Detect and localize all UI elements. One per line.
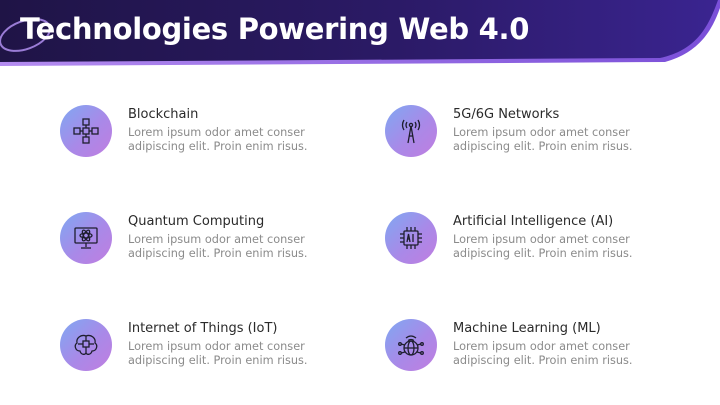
description-line: Lorem ipsum odor amet conser <box>128 340 305 353</box>
blockchain-icon <box>60 105 112 157</box>
iot-brain-icon <box>60 319 112 371</box>
tech-item-blockchain: Blockchain Lorem ipsum odor amet conser … <box>60 105 360 165</box>
item-description: Lorem ipsum odor amet conser adipiscing … <box>453 340 688 368</box>
banner-shape <box>0 0 720 66</box>
description-line: Lorem ipsum odor amet conser <box>453 233 630 246</box>
tech-item-internet-of-things: Internet of Things (IoT) Lorem ipsum odo… <box>60 319 360 379</box>
description-line: adipiscing elit. Proin enim risus. <box>453 140 633 153</box>
description-line: adipiscing elit. Proin enim risus. <box>453 247 633 260</box>
item-description: Lorem ipsum odor amet conser adipiscing … <box>128 233 363 261</box>
item-title: 5G/6G Networks <box>453 107 560 122</box>
quantum-computer-icon <box>60 212 112 264</box>
cell-tower-icon <box>385 105 437 157</box>
slide-title: Technologies Powering Web 4.0 <box>20 12 530 46</box>
description-line: adipiscing elit. Proin enim risus. <box>128 354 308 367</box>
item-title: Internet of Things (IoT) <box>128 321 278 336</box>
ai-chip-icon <box>385 212 437 264</box>
item-description: Lorem ipsum odor amet conser adipiscing … <box>128 126 363 154</box>
description-line: adipiscing elit. Proin enim risus. <box>128 140 308 153</box>
item-title: Artificial Intelligence (AI) <box>453 214 614 229</box>
tech-item-quantum-computing: Quantum Computing Lorem ipsum odor amet … <box>60 212 360 272</box>
tech-item-artificial-intelligence: Artificial Intelligence (AI) Lorem ipsum… <box>385 212 685 272</box>
item-description: Lorem ipsum odor amet conser adipiscing … <box>453 233 688 261</box>
description-line: Lorem ipsum odor amet conser <box>453 126 630 139</box>
description-line: Lorem ipsum odor amet conser <box>128 233 305 246</box>
item-description: Lorem ipsum odor amet conser adipiscing … <box>453 126 688 154</box>
description-line: adipiscing elit. Proin enim risus. <box>128 247 308 260</box>
item-title: Machine Learning (ML) <box>453 321 601 336</box>
item-description: Lorem ipsum odor amet conser adipiscing … <box>128 340 363 368</box>
description-line: adipiscing elit. Proin enim risus. <box>453 354 633 367</box>
tech-item-5g-6g-networks: 5G/6G Networks Lorem ipsum odor amet con… <box>385 105 685 165</box>
tech-item-machine-learning: Machine Learning (ML) Lorem ipsum odor a… <box>385 319 685 379</box>
item-title: Quantum Computing <box>128 214 265 229</box>
title-banner: Technologies Powering Web 4.0 <box>0 0 720 70</box>
network-globe-icon <box>385 319 437 371</box>
description-line: Lorem ipsum odor amet conser <box>453 340 630 353</box>
description-line: Lorem ipsum odor amet conser <box>128 126 305 139</box>
item-title: Blockchain <box>128 107 199 122</box>
